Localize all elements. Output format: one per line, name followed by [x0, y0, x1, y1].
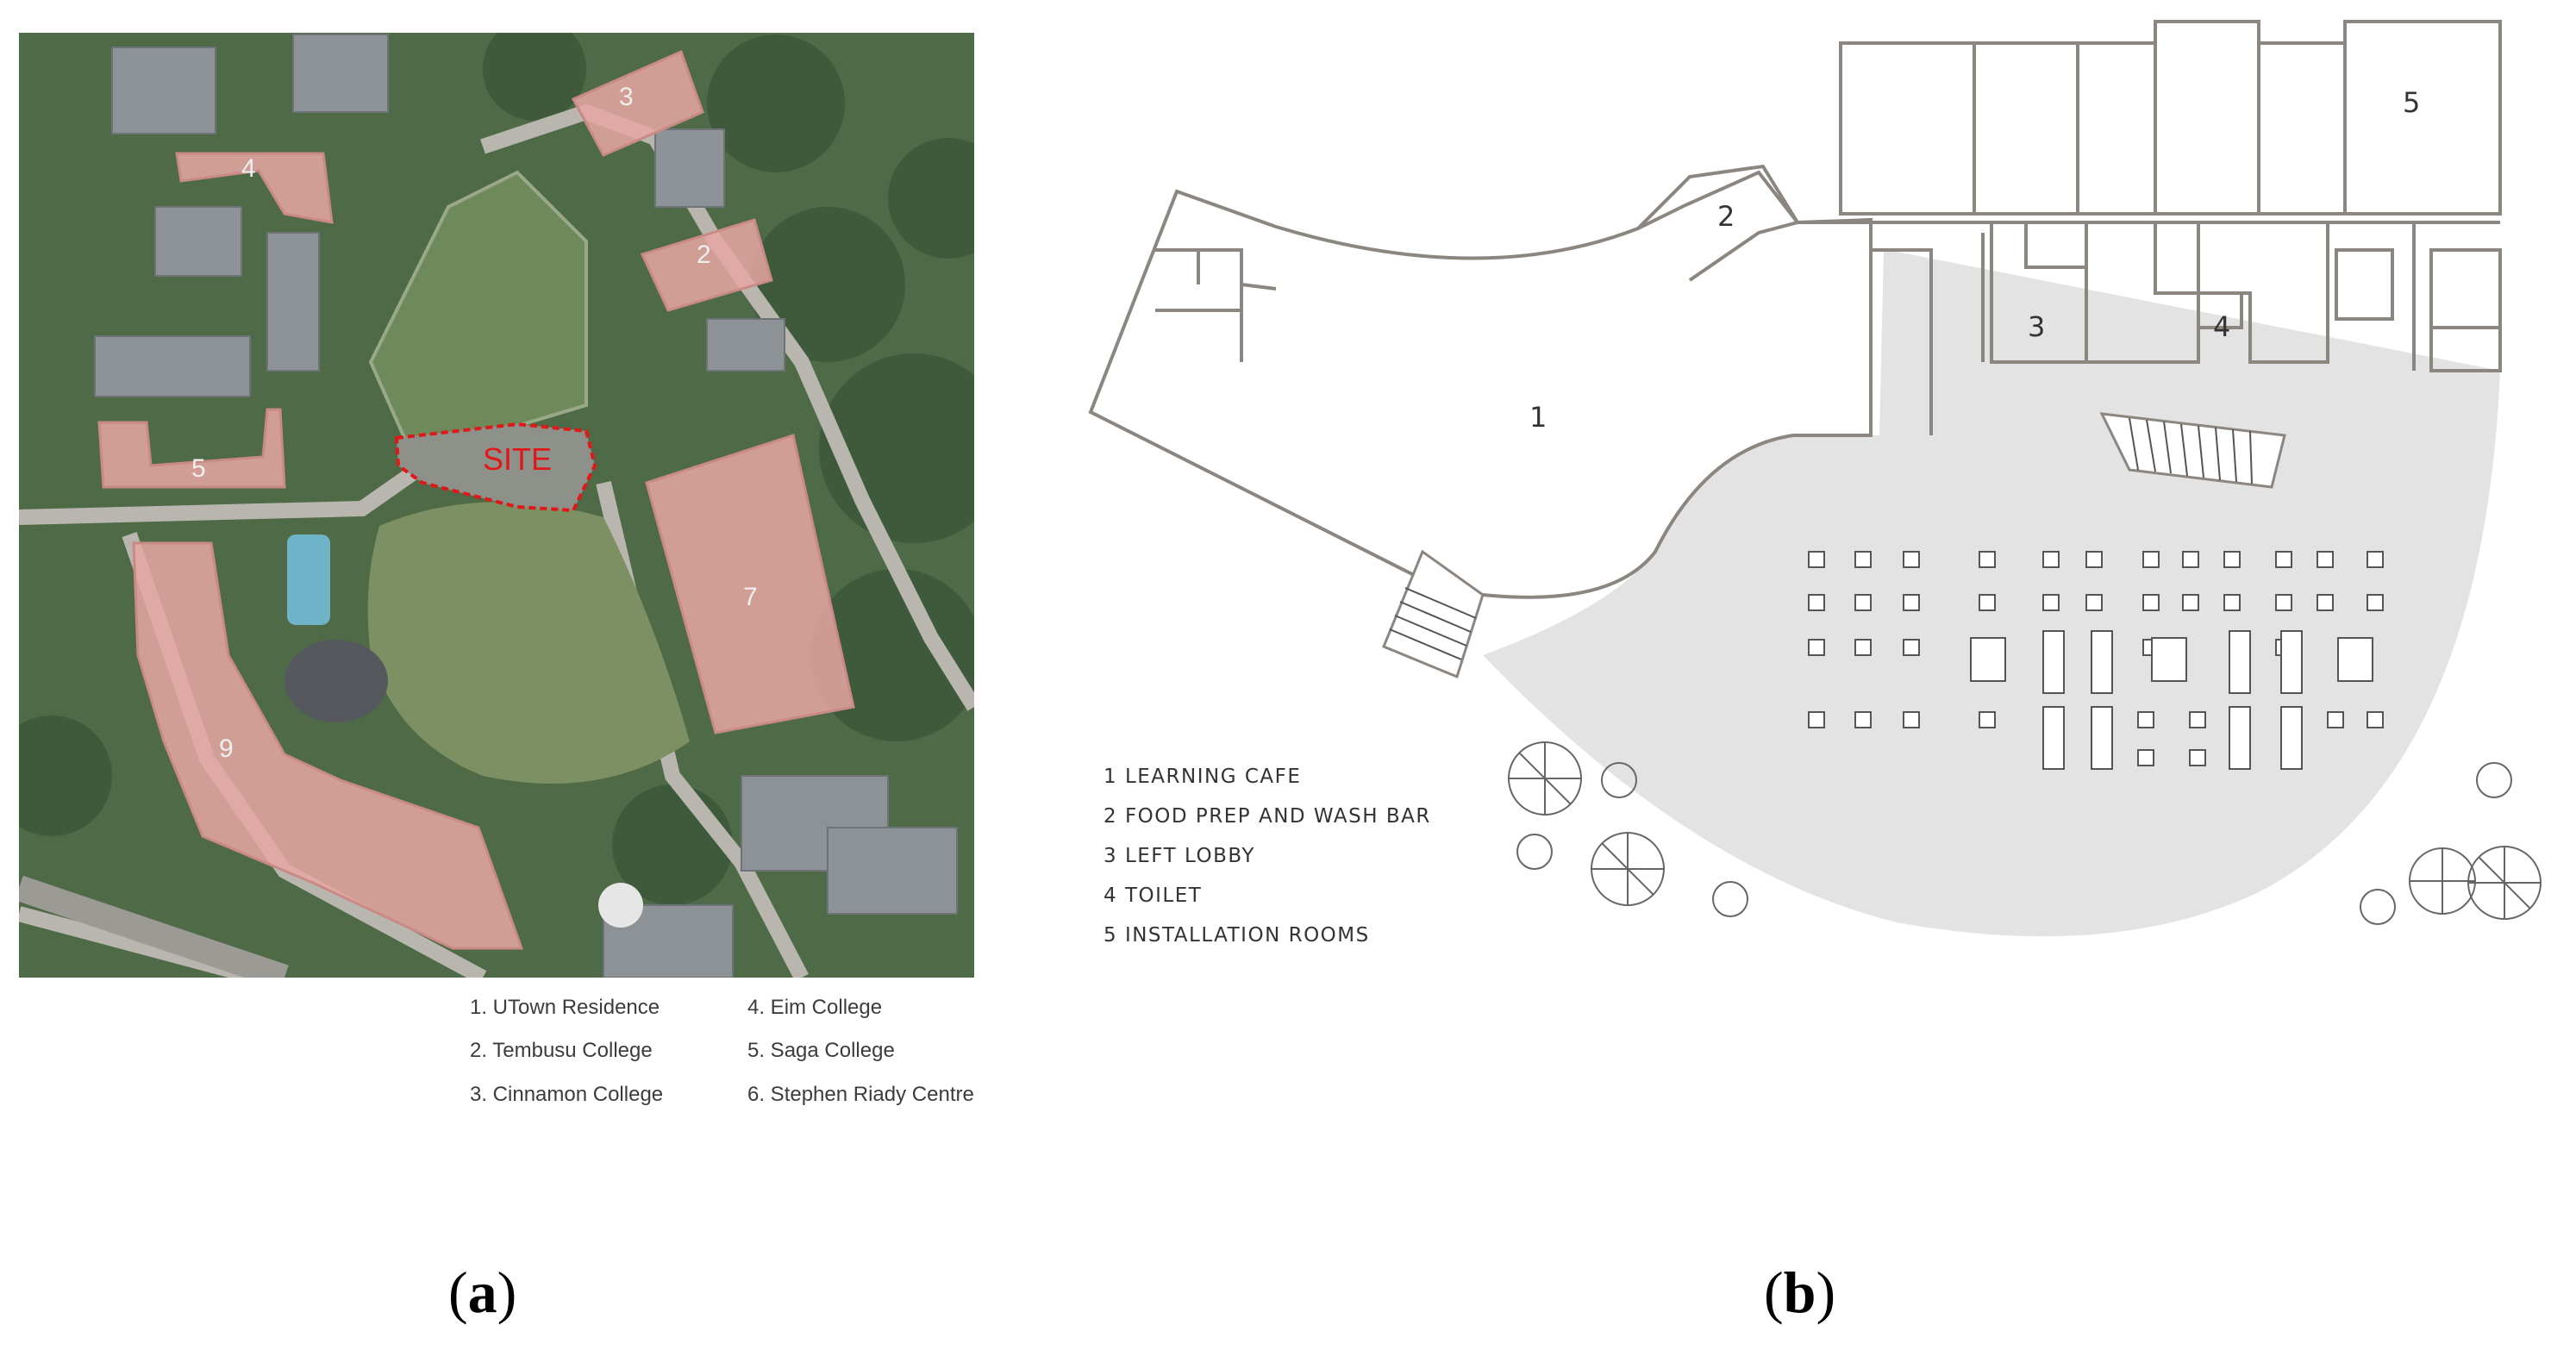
map-highlighted-colleges: [97, 49, 855, 950]
legend-a-item-4: 4. Eim College: [747, 996, 882, 1019]
central-stair: [2099, 412, 2286, 489]
room-number-2: 2: [1717, 200, 1735, 233]
map-swimming-pool: [287, 534, 330, 625]
legend-a-item-1: 1. UTown Residence: [470, 996, 660, 1019]
room-number-4: 4: [2213, 310, 2230, 343]
installation-building-walls: [1798, 20, 2502, 435]
map-helipad: [598, 883, 643, 928]
map-stephen-riady-dome: [284, 640, 388, 722]
room-food-prep: [1636, 164, 1801, 282]
map-number-4: 4: [241, 154, 256, 183]
room-number-3: 3: [2028, 310, 2045, 343]
floor-plan: 1 2 3 4 5: [1088, 20, 2542, 937]
map-number-9: 9: [219, 734, 234, 763]
room-number-1: 1: [1529, 401, 1547, 434]
legend-b-item-4: 4 TOILET: [1104, 884, 1202, 907]
landscape-trees: [1508, 741, 2542, 925]
legend-b-item-5: 5 INSTALLATION ROOMS: [1104, 924, 1370, 947]
cafe-furniture: [1808, 551, 2384, 770]
room-number-5: 5: [2403, 86, 2420, 119]
caption-b: (b): [1764, 1259, 1835, 1325]
map-number-5: 5: [191, 454, 206, 483]
legend-b-item-1: 1 LEARNING CAFE: [1104, 766, 1301, 788]
map-number-3: 3: [619, 83, 634, 111]
site-outline: [394, 422, 597, 513]
map-forest-patches: [19, 33, 974, 905]
entrance-steps: [1382, 549, 1485, 679]
left-small-rooms: [1155, 248, 1277, 362]
legend-a-item-3: 3. Cinnamon College: [470, 1083, 663, 1106]
legend-a-item-6: 6. Stephen Riady Centre: [747, 1083, 974, 1106]
site-map-legend: 1. UTown Residence 2. Tembusu College 3.…: [470, 996, 974, 1106]
aerial-site-map: 3 4 2 5 7 9 SITE: [19, 33, 974, 978]
legend-a-item-5: 5. Saga College: [747, 1039, 895, 1062]
map-grey-buildings: [94, 34, 958, 978]
legend-b-item-2: 2 FOOD PREP AND WASH BAR: [1104, 805, 1431, 828]
legend-a-item-2: 2. Tembusu College: [470, 1039, 653, 1062]
map-number-7: 7: [743, 583, 758, 611]
map-expressway: [19, 875, 289, 978]
floor-plan-legend: 1 LEARNING CAFE 2 FOOD PREP AND WASH BAR…: [1104, 766, 1431, 947]
legend-b-item-3: 3 LEFT LOBBY: [1104, 845, 1255, 867]
caption-a: (a): [448, 1259, 516, 1325]
map-number-2: 2: [697, 241, 711, 269]
site-label: SITE: [483, 441, 552, 477]
map-central-lawn: [367, 502, 690, 784]
